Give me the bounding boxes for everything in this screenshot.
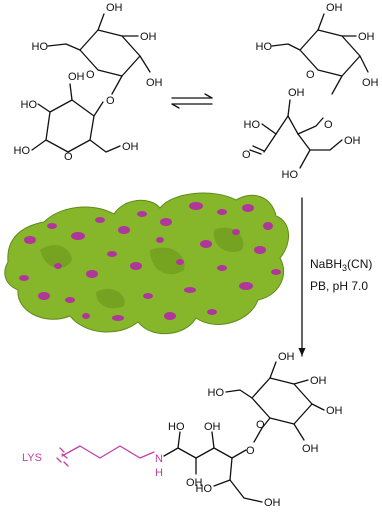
ho-label: HO <box>208 387 225 399</box>
glycosidic-oxygen-label: O <box>106 95 115 107</box>
oh-label: OH <box>68 71 85 83</box>
lysine-side-chain <box>61 445 155 459</box>
ho-label: HO <box>21 99 38 111</box>
ho-label: HO <box>282 169 299 181</box>
equilibrium-arrow <box>171 93 213 109</box>
oh-label: OH <box>264 497 281 509</box>
oh-label: OH <box>326 405 343 417</box>
oh-label: OH <box>362 77 379 89</box>
oh-label: OH <box>122 141 139 153</box>
open-chain-disaccharide: HO OH OH OH O O OH HO O OH HO <box>242 2 379 181</box>
ho-label: HO <box>168 421 185 433</box>
pyranose-ring: HO OH OH OH OH O <box>208 351 343 455</box>
oh-label: OH <box>302 443 319 455</box>
pyranose-ring: HO OH OH OH O <box>256 2 379 95</box>
reagent-line-2: PB, pH 7.0 <box>310 279 368 293</box>
oh-label: OH <box>288 87 305 99</box>
reagent-line-1: NaBH3(CN) <box>310 257 372 273</box>
open-chain: OH HO O OH HO <box>242 87 361 181</box>
ho-label: HO <box>14 145 31 157</box>
oh-label: OH <box>146 77 163 89</box>
cyclic-disaccharide: HO OH OH OH O O OH HO HO OH O <box>14 2 163 163</box>
oh-label: OH <box>186 477 203 489</box>
amine-h-label: H <box>155 467 163 479</box>
aldehyde-oxygen-label: O <box>242 149 251 161</box>
oh-label: OH <box>106 2 123 14</box>
glycosidic-oxygen-label: O <box>246 445 255 457</box>
oh-label: OH <box>204 421 221 433</box>
ring-oxygen-label: O <box>256 419 265 431</box>
glycosidic-oxygen-label: O <box>324 119 333 131</box>
ho-label: HO <box>32 41 49 53</box>
ho-label: HO <box>196 483 213 495</box>
ring-oxygen-label: O <box>64 151 73 163</box>
oh-label: OH <box>310 375 327 387</box>
oh-label: OH <box>358 31 375 43</box>
ring-oxygen-label: O <box>86 69 95 81</box>
lysine-label: LYS <box>22 452 42 464</box>
oh-label: OH <box>140 31 157 43</box>
oh-label: OH <box>344 135 361 147</box>
upper-pyranose-ring: HO OH OH OH O <box>32 2 163 95</box>
reduced-open-chain: HO OH OH HO OH <box>163 421 281 509</box>
ho-label: HO <box>244 119 261 131</box>
attachment-wavy-bond <box>56 447 69 467</box>
protein-surface-image <box>4 192 289 335</box>
lower-pyranose-ring: OH HO HO OH O <box>14 71 139 163</box>
oh-label: OH <box>326 2 343 14</box>
oh-label: OH <box>278 351 295 363</box>
ho-label: HO <box>256 41 273 53</box>
amine-n-label: N <box>155 453 163 465</box>
ring-oxygen-label: O <box>306 69 315 81</box>
conjugated-product: LYS N H HO OH OH HO OH O <box>22 351 343 509</box>
